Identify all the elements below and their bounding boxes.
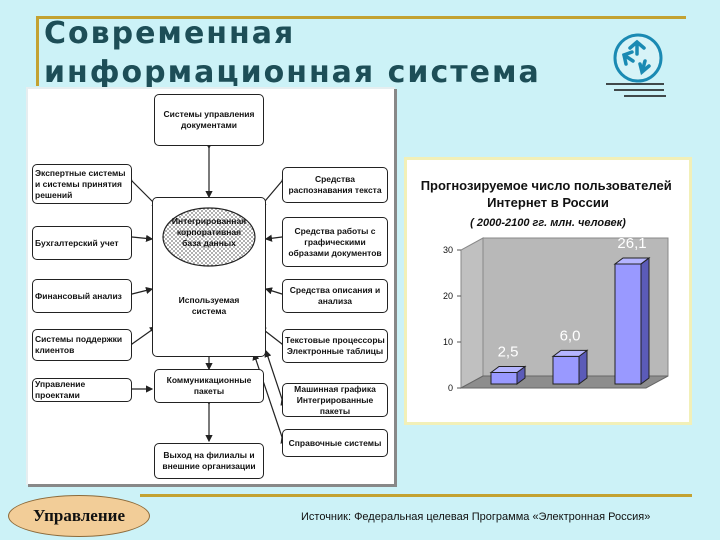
- y-tick-label: 30: [443, 245, 453, 255]
- y-tick-label: 0: [448, 383, 453, 393]
- chart-subtitle: ( 2000-2100 гг. млн. человек): [470, 217, 626, 229]
- management-badge: Управление: [8, 495, 150, 537]
- chart-side-wall: [460, 237, 484, 389]
- chart-panel: Прогнозируемое число пользователей Интер…: [404, 157, 692, 425]
- bar-front: [552, 355, 580, 385]
- bar-value-label: 2,5: [498, 344, 519, 361]
- system-diagram: Системы управления документами Экспертны…: [28, 89, 397, 487]
- bar-top: [613, 257, 651, 265]
- bar-value-label: 6,0: [560, 327, 581, 344]
- left-rule: [36, 16, 39, 86]
- box-reference-systems: Справочные системы: [282, 429, 388, 457]
- box-description-analysis: Средства описания и анализа: [282, 279, 388, 313]
- database-label: Интегрированная корпоративная база данны…: [171, 216, 247, 248]
- chart-title-line-1: Прогнозируемое число пользователей: [421, 178, 672, 193]
- box-project-management: Управление проектами: [32, 378, 132, 402]
- database-ellipse: [162, 207, 256, 267]
- bar-value-label: 26,1: [617, 235, 646, 252]
- box-customer-support: Системы поддержки клиентов: [32, 329, 132, 361]
- y-tick-label: 20: [443, 291, 453, 301]
- used-system-label: Используемая система: [178, 295, 240, 316]
- bar-top: [551, 349, 589, 357]
- box-branches-external: Выход на филиалы и внешние организации: [154, 443, 264, 479]
- bar-chart: Прогнозируемое число пользователей Интер…: [421, 178, 676, 393]
- bar-side: [640, 256, 650, 385]
- box-comm-packages: Коммуникационные пакеты: [154, 369, 264, 403]
- box-text-processors: Текстовые процессоры Электронные таблицы: [282, 329, 388, 363]
- recycle-icon: [606, 33, 666, 97]
- box-expert-systems: Экспертные системы и системы принятия ре…: [32, 164, 132, 204]
- diagram-arrows: [125, 142, 289, 444]
- top-rule: [36, 16, 686, 19]
- box-accounting: Бухгалтерский учет: [32, 226, 132, 260]
- chart-title-line-2: Интернет в России: [487, 195, 609, 210]
- box-machine-graphics: Машинная графика Интегрированные пакеты: [282, 383, 388, 417]
- chart-title-line: Прогнозируемое число пользователей Интер…: [421, 178, 676, 210]
- box-financial-analysis: Финансовый анализ: [32, 279, 132, 313]
- bottom-rule: [140, 494, 692, 497]
- bar-top: [489, 366, 527, 373]
- box-graphic-images: Средства работы с графическими образами …: [282, 217, 388, 267]
- bar-front: [614, 263, 642, 385]
- source-caption: Источник: Федеральная целевая Программа …: [301, 511, 651, 523]
- box-document-management: Системы управления документами: [154, 94, 264, 146]
- bar-front: [490, 372, 518, 385]
- y-tick-label: 10: [443, 337, 453, 347]
- box-text-recognition: Средства распознавания текста: [282, 167, 388, 203]
